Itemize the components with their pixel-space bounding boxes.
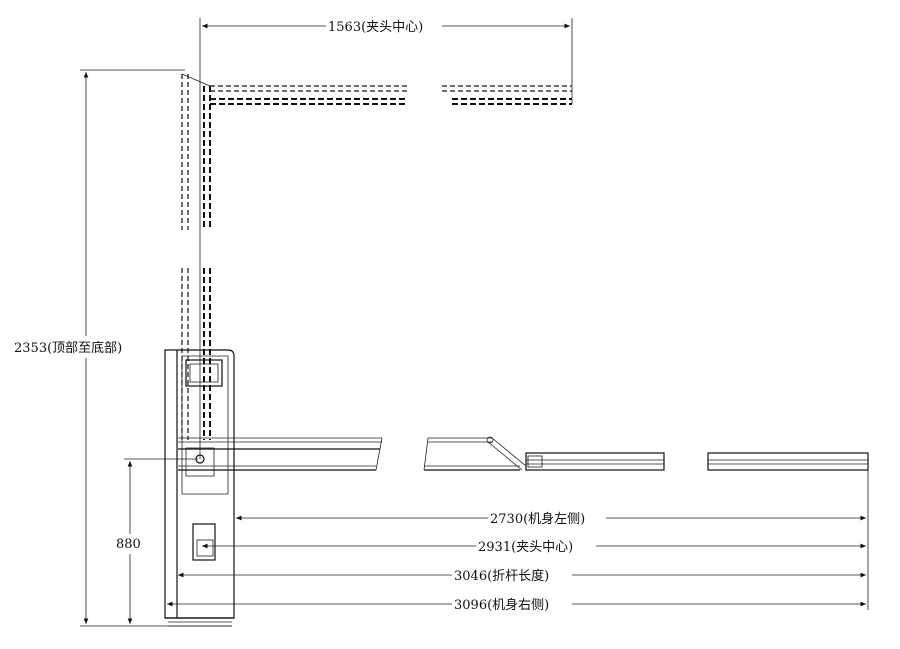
boom-end-section [707, 452, 869, 471]
dim-clamp-center: 2931(夹头中心) [478, 540, 573, 555]
dim-boom-length: 3046(折杆长度) [454, 568, 549, 584]
boom-second-section [525, 452, 665, 471]
cabinet-upper-panel [181, 355, 229, 495]
dimension-lines [80, 18, 869, 627]
dim-body-left: 2730(机身左侧) [490, 511, 585, 527]
dim-body-right: 3096(机身右侧) [454, 597, 549, 613]
cabinet [164, 349, 235, 627]
dim-total-height: 2353(顶部至底部) [14, 340, 122, 356]
lowered-boom [178, 436, 869, 471]
cabinet-body-outline [177, 349, 235, 619]
raised-boom [181, 73, 573, 440]
cabinet-access-door [192, 523, 216, 561]
fold-joint [491, 437, 527, 467]
dim-top-width: 1563(夹头中心) [328, 20, 423, 35]
cabinet-left-post [164, 349, 178, 619]
dim-pivot-height: 880 [116, 537, 141, 552]
